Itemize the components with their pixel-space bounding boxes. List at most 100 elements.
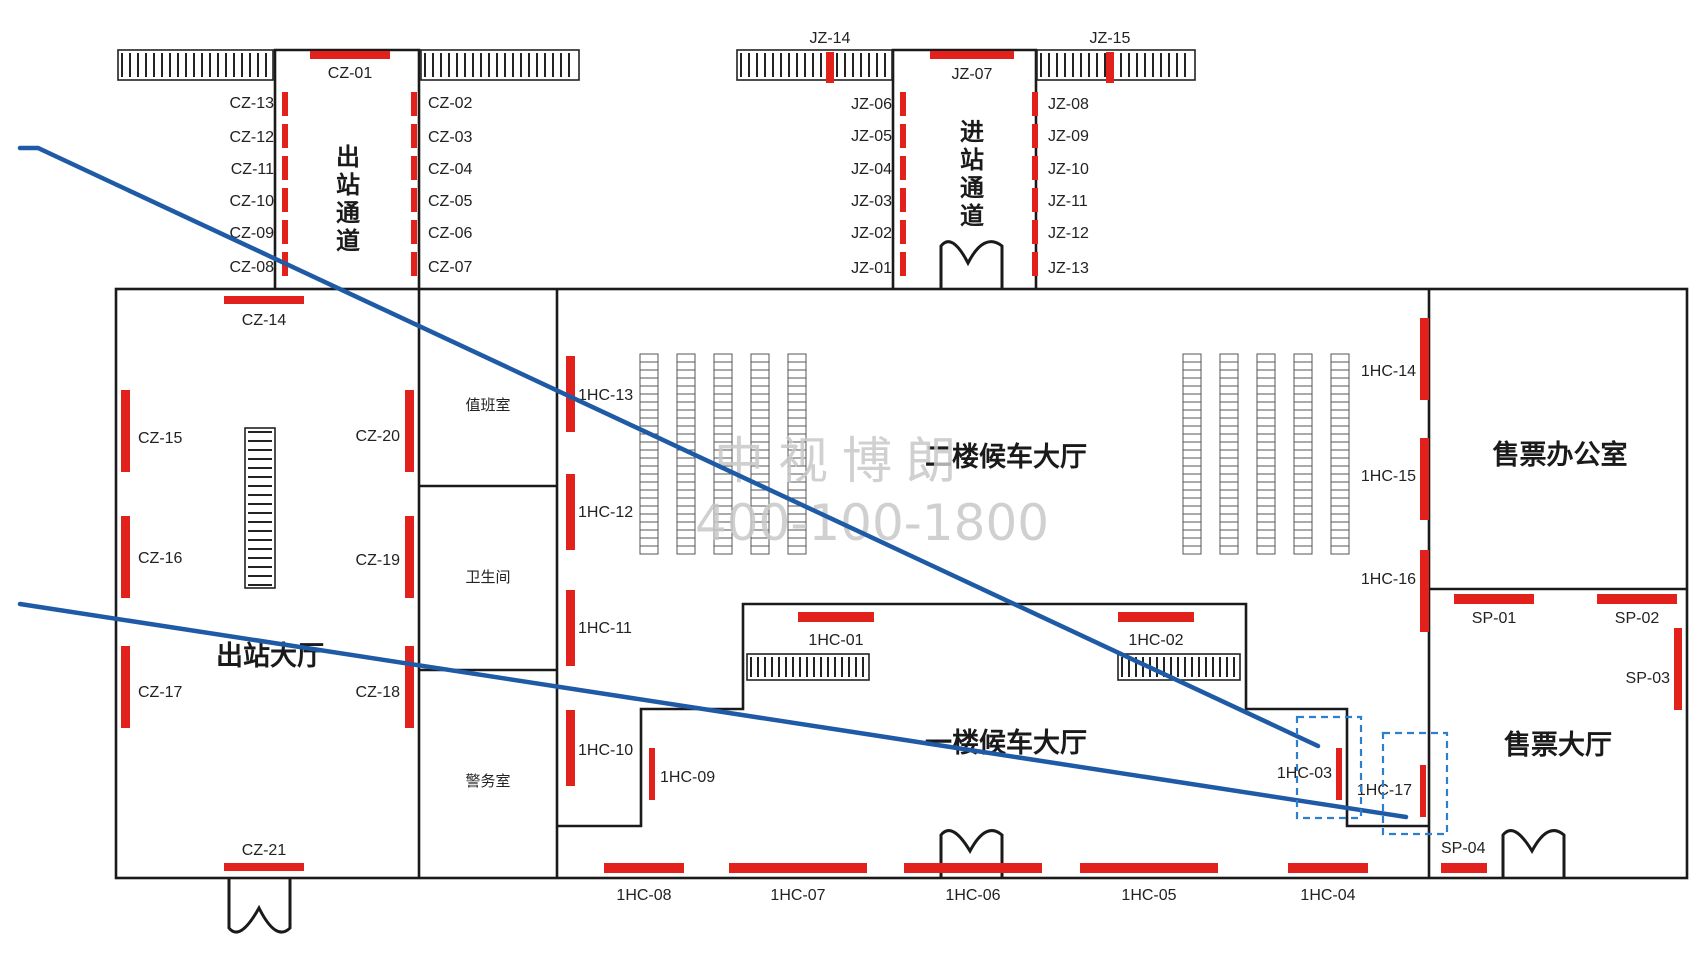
gate-1hc-11 bbox=[566, 590, 575, 666]
gate-label-cz-17: CZ-17 bbox=[138, 684, 183, 701]
gate-sp-04 bbox=[1441, 863, 1487, 873]
gate-label-jz-14: JZ-14 bbox=[810, 30, 851, 47]
gate-label-cz-02: CZ-02 bbox=[428, 95, 473, 112]
gate-jz-15 bbox=[1106, 52, 1114, 83]
gate-label-sp-01: SP-01 bbox=[1472, 610, 1517, 627]
gate-1hc-14 bbox=[1420, 318, 1429, 400]
gate-cz-13 bbox=[282, 92, 288, 116]
gate-label-1hc-15: 1HC-15 bbox=[1361, 468, 1416, 485]
gate-label-jz-01: JZ-01 bbox=[851, 260, 892, 277]
gate-label-cz-18: CZ-18 bbox=[356, 684, 401, 701]
gate-label-jz-12: JZ-12 bbox=[1048, 225, 1089, 242]
stair-1 bbox=[117, 49, 274, 81]
gate-cz-14 bbox=[224, 296, 304, 304]
gate-sp-01 bbox=[1454, 594, 1534, 604]
seat-row-9 bbox=[1293, 353, 1313, 555]
gate-label-cz-11: CZ-11 bbox=[231, 161, 274, 178]
gate-jz-04 bbox=[900, 156, 906, 180]
gate-label-cz-03: CZ-03 bbox=[428, 129, 473, 146]
toilet-label: 卫生间 bbox=[465, 568, 510, 586]
gate-label-jz-03: JZ-03 bbox=[851, 193, 892, 210]
exit-passage-walls bbox=[273, 48, 421, 289]
stair-7 bbox=[1117, 653, 1241, 681]
gate-label-jz-02: JZ-02 bbox=[851, 225, 892, 242]
area-names: 值班室 卫生间 警务室 二楼候车大厅 一楼候车大厅 出站大厅 售票大厅 售票办公… bbox=[216, 118, 1628, 790]
gate-jz-14 bbox=[826, 52, 834, 83]
main-building-outline bbox=[114, 287, 1689, 880]
seat-row-6 bbox=[1182, 353, 1202, 555]
gate-markers bbox=[121, 51, 1682, 873]
gate-label-jz-15: JZ-15 bbox=[1090, 30, 1131, 47]
gate-cz-20 bbox=[405, 390, 414, 472]
lower-waiting-partition bbox=[557, 602, 1429, 828]
gate-jz-06 bbox=[900, 92, 906, 116]
gate-1hc-01 bbox=[798, 612, 874, 622]
gate-label-jz-13: JZ-13 bbox=[1048, 260, 1089, 277]
gate-label-jz-08: JZ-08 bbox=[1048, 96, 1089, 113]
gate-jz-01 bbox=[900, 252, 906, 276]
seat-row-7 bbox=[1219, 353, 1239, 555]
ticket-hall-label: 售票大厅 bbox=[1504, 729, 1612, 761]
gate-1hc-16 bbox=[1420, 550, 1429, 632]
gate-label-cz-14: CZ-14 bbox=[242, 312, 287, 329]
gate-cz-10 bbox=[282, 188, 288, 212]
seat-row-4 bbox=[750, 353, 770, 555]
gate-label-cz-04: CZ-04 bbox=[428, 161, 473, 178]
gate-cz-02 bbox=[411, 92, 417, 116]
gate-1hc-03 bbox=[1336, 748, 1342, 800]
gate-1hc-17 bbox=[1420, 765, 1426, 817]
gate-label-cz-01: CZ-01 bbox=[328, 65, 373, 82]
gate-label-cz-10: CZ-10 bbox=[230, 193, 275, 210]
gate-cz-04 bbox=[411, 156, 417, 180]
gate-label-1hc-04: 1HC-04 bbox=[1300, 887, 1355, 904]
gate-label-sp-04: SP-04 bbox=[1441, 840, 1486, 857]
seat-row-2 bbox=[676, 353, 696, 555]
gate-1hc-02 bbox=[1118, 612, 1194, 622]
gate-label-1hc-11: 1HC-11 bbox=[578, 620, 632, 637]
gate-cz-15 bbox=[121, 390, 130, 472]
entry-passage-label: 进站通道 bbox=[960, 118, 984, 230]
gate-label-1hc-13: 1HC-13 bbox=[578, 387, 633, 404]
doors bbox=[227, 240, 1566, 934]
exit-passage-label: 出站通道 bbox=[336, 143, 360, 255]
gate-cz-12 bbox=[282, 124, 288, 148]
gate-cz-01 bbox=[310, 51, 390, 59]
camera-zone-1hc-17 bbox=[1381, 731, 1449, 836]
gate-label-cz-16: CZ-16 bbox=[138, 550, 183, 567]
gate-jz-03 bbox=[900, 188, 906, 212]
stair-6 bbox=[746, 653, 870, 681]
watermark: 中视博朗 400-100-1800 bbox=[695, 432, 1049, 552]
camera-zone-1hc-03 bbox=[1295, 715, 1363, 820]
gate-sp-02 bbox=[1597, 594, 1677, 604]
route-line-lower bbox=[17, 601, 1409, 820]
gate-label-cz-05: CZ-05 bbox=[428, 193, 473, 210]
gate-label-1hc-07: 1HC-07 bbox=[770, 887, 825, 904]
stair-2 bbox=[420, 49, 580, 81]
gate-label-cz-20: CZ-20 bbox=[356, 428, 401, 445]
gate-jz-09 bbox=[1032, 124, 1038, 148]
gate-label-1hc-02: 1HC-02 bbox=[1128, 632, 1183, 649]
gate-label-cz-19: CZ-19 bbox=[356, 552, 401, 569]
main-door-icon bbox=[939, 829, 1004, 878]
gate-label-cz-21: CZ-21 bbox=[242, 842, 287, 859]
gate-jz-12 bbox=[1032, 220, 1038, 244]
gate-label-1hc-06: 1HC-06 bbox=[945, 887, 1000, 904]
gate-cz-11 bbox=[282, 156, 288, 180]
seat-row-8 bbox=[1256, 353, 1276, 555]
gate-label-cz-06: CZ-06 bbox=[428, 225, 473, 242]
watermark-line2: 400-100-1800 bbox=[695, 494, 1049, 552]
gate-cz-19 bbox=[405, 516, 414, 598]
route-line-upper bbox=[17, 145, 1321, 749]
gate-cz-17 bbox=[121, 646, 130, 728]
gate-label-1hc-12: 1HC-12 bbox=[578, 504, 633, 521]
gate-1hc-04 bbox=[1288, 863, 1368, 873]
gate-cz-05 bbox=[411, 188, 417, 212]
walls bbox=[114, 48, 1689, 880]
gate-1hc-13 bbox=[566, 356, 575, 432]
gate-jz-13 bbox=[1032, 252, 1038, 276]
gate-label-jz-10: JZ-10 bbox=[1048, 161, 1089, 178]
stair-4 bbox=[1036, 49, 1196, 81]
gate-label-1hc-17: 1HC-17 bbox=[1357, 782, 1412, 799]
